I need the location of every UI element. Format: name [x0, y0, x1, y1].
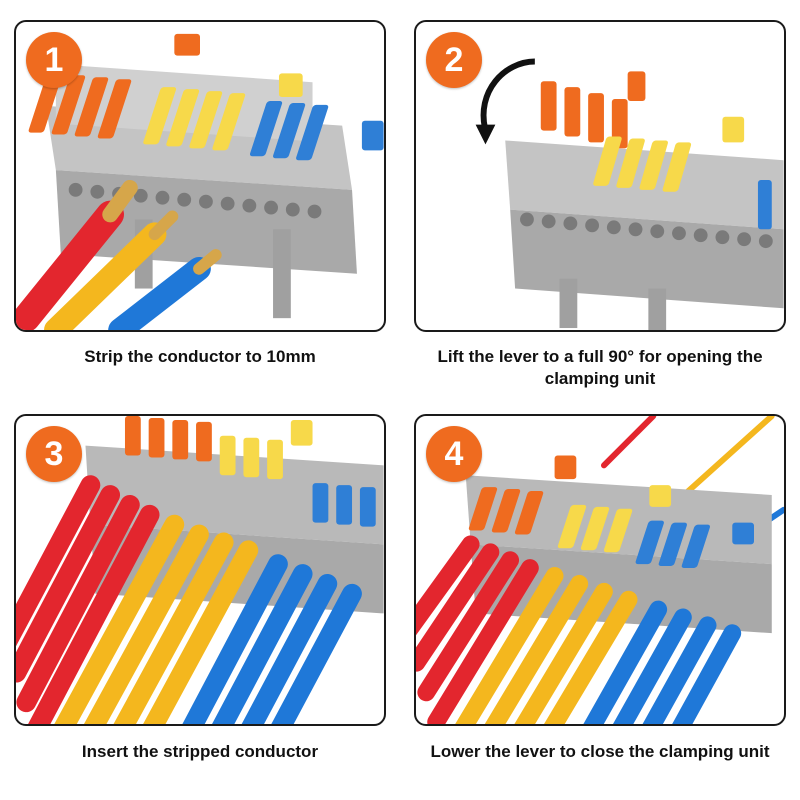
blue-levers	[249, 100, 384, 161]
yellow-levers	[557, 485, 672, 553]
orange-levers	[468, 455, 577, 535]
blue-levers	[312, 483, 376, 527]
rotation-arrow-icon	[480, 58, 536, 132]
blue-levers	[757, 179, 772, 230]
blue-levers	[635, 520, 754, 569]
orange-levers	[28, 33, 200, 139]
step-1-badge: 1	[26, 32, 82, 88]
step-1-caption: Strip the conductor to 10mm	[84, 347, 316, 366]
step-4-panel: 4	[414, 414, 786, 726]
terminal-block-illustration-strip	[16, 33, 384, 330]
inserted-wires	[16, 475, 362, 724]
step-4-caption: Lower the lever to close the clamping un…	[430, 742, 770, 761]
terminal-block-illustration-lift	[475, 58, 784, 330]
yellow-levers	[143, 73, 303, 151]
step-3-badge: 3	[26, 426, 82, 482]
yellow-levers	[219, 419, 313, 480]
step-1-panel: 1	[14, 20, 386, 332]
terminal-block-illustration-lower	[416, 416, 784, 724]
step-2-badge: 2	[426, 32, 482, 88]
orange-levers	[540, 71, 646, 149]
yellow-levers	[593, 116, 745, 192]
inserted-wires	[416, 535, 742, 724]
stripped-wires	[16, 179, 222, 330]
step-2-caption: Lift the lever to a full 90° for opening…	[437, 347, 763, 388]
terminal-block-illustration-insert	[16, 416, 384, 724]
step-2-panel: 2	[414, 20, 786, 332]
step-4-badge: 4	[426, 426, 482, 482]
step-3-panel: 3	[14, 414, 386, 726]
orange-levers	[124, 416, 212, 462]
step-3-caption: Insert the stripped conductor	[81, 742, 319, 761]
